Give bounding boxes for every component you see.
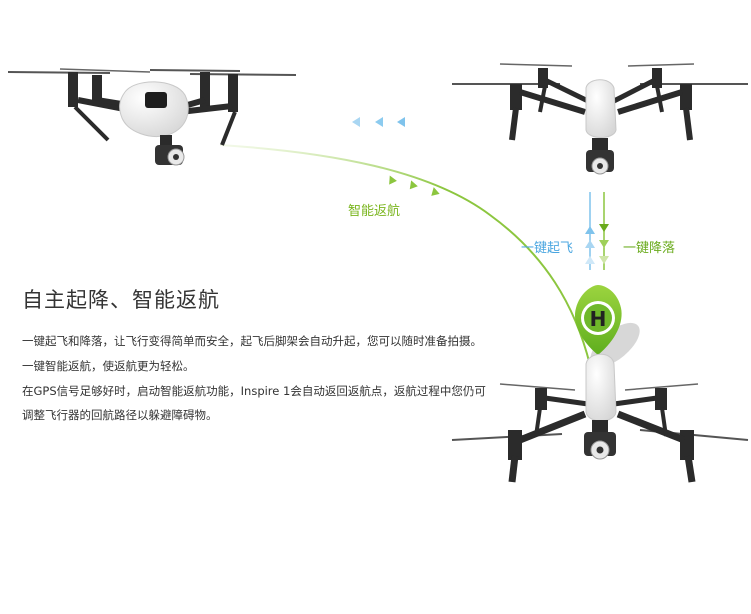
home-point-marker: H (574, 285, 640, 368)
home-marker-letter: H (590, 307, 607, 331)
return-path-blue (265, 117, 470, 127)
paragraph-1: 一键起飞和降落，让飞行变得简单而安全，起飞后脚架会自动升起，您可以随时准备拍摄。 (22, 334, 482, 348)
one-key-landing-label: 一键降落 (623, 241, 676, 256)
smart-rth-path (219, 144, 591, 366)
takeoff-line (585, 192, 595, 270)
paragraph-2: 一键智能返航，使返航更为轻松。 (22, 359, 195, 373)
smart-rth-label: 智能返航 (348, 204, 401, 219)
paragraph-4: 调整飞行器的回航路径以躲避障碍物。 (22, 408, 218, 422)
drone-top-left (7, 68, 297, 166)
drone-top-right (452, 63, 748, 175)
landing-line (599, 192, 609, 270)
section-heading: 自主起降、智能返航 (22, 288, 220, 312)
one-key-takeoff-label: 一键起飞 (521, 241, 574, 256)
drone-bottom-right (451, 353, 749, 483)
paragraph-3: 在GPS信号足够好时，启动智能返航功能，Inspire 1会自动返回返航点，返航… (22, 384, 486, 398)
